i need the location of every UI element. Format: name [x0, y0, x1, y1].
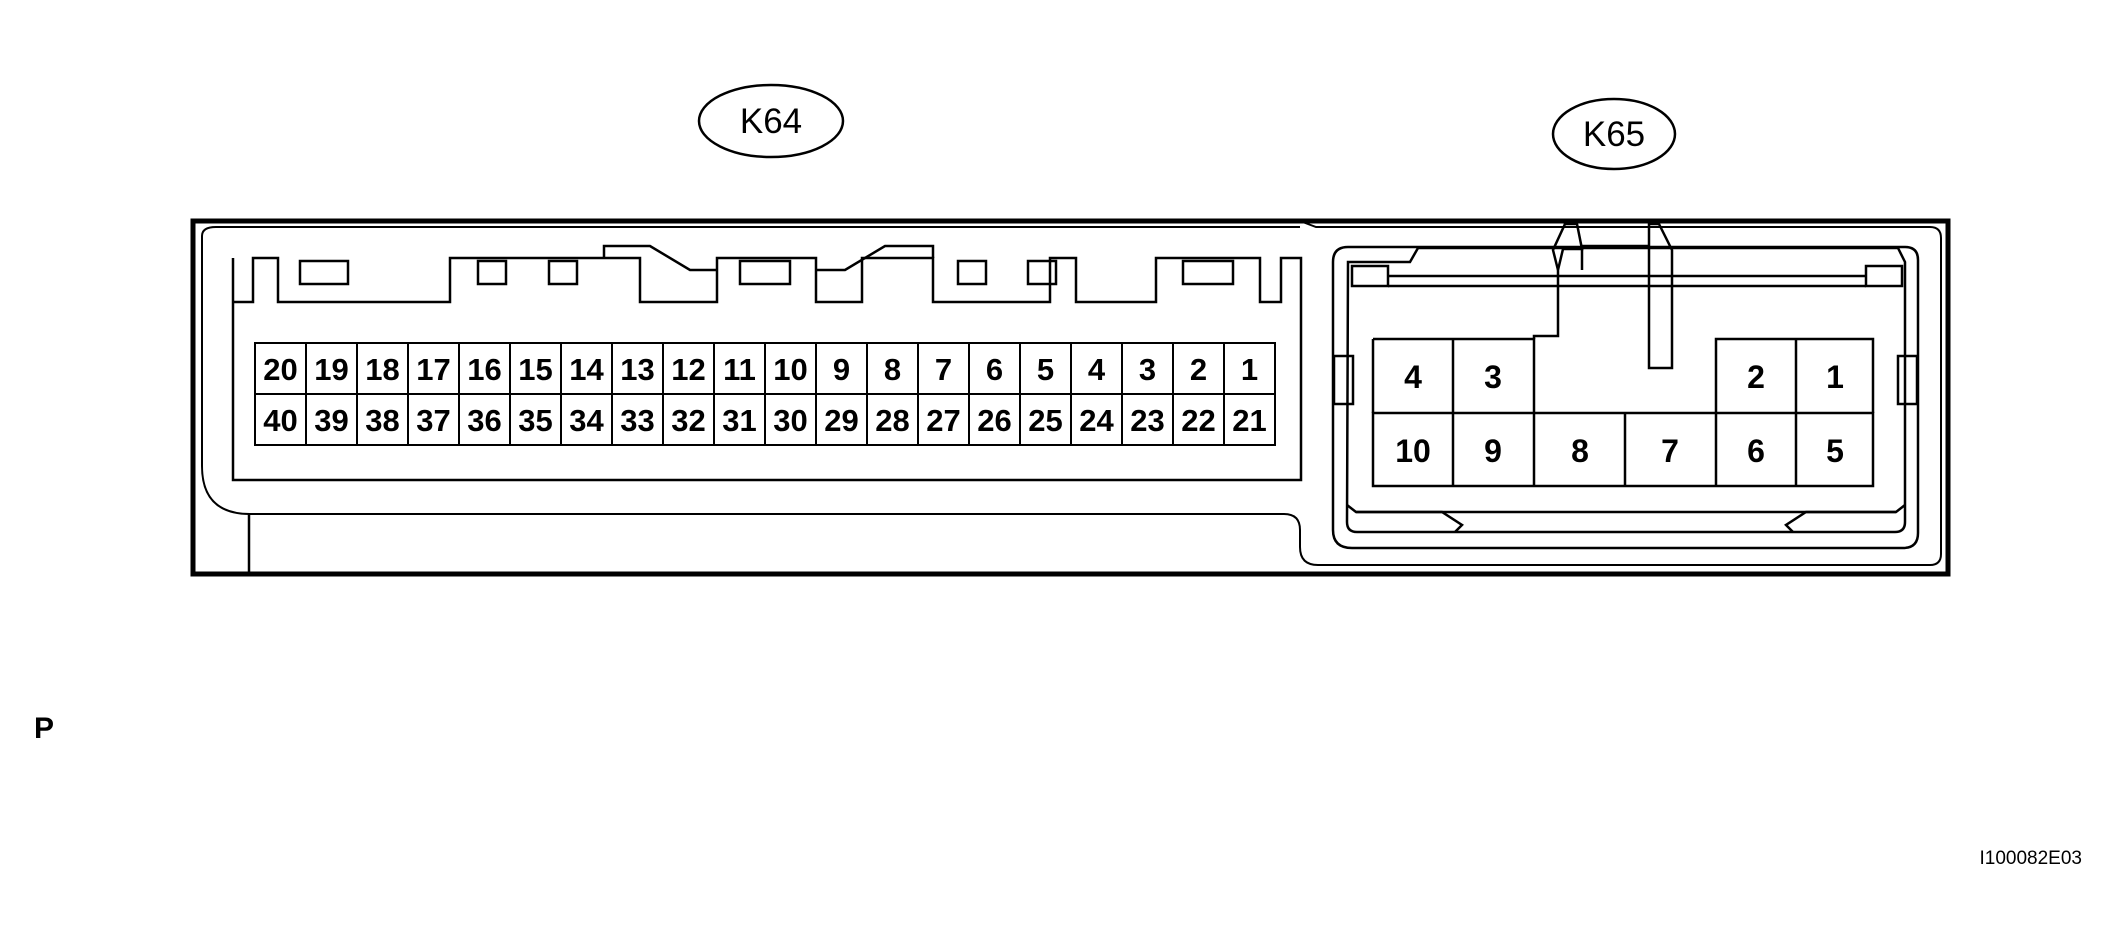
ecu-housing [190, 218, 1951, 577]
k64-pin-21: 21 [1232, 403, 1266, 438]
k65-pin-9: 9 [1484, 433, 1502, 469]
k64-pin-grid [254, 342, 1276, 446]
k64-label-tag: K64 [697, 83, 845, 159]
k64-pin-8: 8 [884, 352, 901, 387]
k65-pin-6: 6 [1747, 433, 1765, 469]
k64-pin-27: 27 [926, 403, 960, 438]
k64-label: K64 [740, 102, 802, 141]
k64-pin-38: 38 [365, 403, 399, 438]
k65-pin-7: 7 [1661, 433, 1679, 469]
k65-pin-5: 5 [1826, 433, 1844, 469]
k64-pin-4: 4 [1088, 352, 1106, 387]
k64-pin-18: 18 [365, 352, 399, 387]
k64-pin-34: 34 [569, 403, 604, 438]
k64-pin-9: 9 [833, 352, 850, 387]
k65-pin-10: 10 [1395, 433, 1431, 469]
k64-pin-26: 26 [977, 403, 1011, 438]
k64-pin-31: 31 [722, 403, 756, 438]
k65-label-tag: K65 [1551, 97, 1677, 171]
k65-pin-4: 4 [1404, 359, 1422, 395]
k64-pin-13: 13 [620, 352, 654, 387]
k64-pin-19: 19 [314, 352, 348, 387]
k64-pin-23: 23 [1130, 403, 1164, 438]
k64-connector-body [231, 244, 1303, 482]
k64-pin-3: 3 [1139, 352, 1156, 387]
k64-pin-20: 20 [263, 352, 297, 387]
k64-pin-40: 40 [263, 403, 297, 438]
k64-pin-15: 15 [518, 352, 552, 387]
k64-pin-32: 32 [671, 403, 705, 438]
k65-label: K65 [1583, 115, 1645, 154]
k64-pin-22: 22 [1181, 403, 1215, 438]
k64-pin-11: 11 [723, 352, 756, 387]
k64-pin-17: 17 [416, 352, 450, 387]
k64-pin-24: 24 [1079, 403, 1114, 438]
k64-pin-6: 6 [986, 352, 1003, 387]
k64-pin-30: 30 [773, 403, 807, 438]
k64-pin-33: 33 [620, 403, 654, 438]
k64-pin-39: 39 [314, 403, 348, 438]
k64-pin-37: 37 [416, 403, 450, 438]
k64-pin-10: 10 [773, 352, 807, 387]
k65-pin-numbers: 4 3 2 1 10 9 8 7 6 5 [1395, 359, 1844, 469]
k64-pin-16: 16 [467, 352, 501, 387]
side-label: P [34, 712, 55, 745]
k64-pin-12: 12 [671, 352, 705, 387]
k65-connector-body [1331, 221, 1920, 550]
k64-pin-14: 14 [569, 352, 604, 387]
k65-pin-1: 1 [1826, 359, 1844, 395]
k64-pin-28: 28 [875, 403, 909, 438]
k64-pin-29: 29 [824, 403, 858, 438]
k65-pin-2: 2 [1747, 359, 1765, 395]
k64-pin-5: 5 [1037, 352, 1054, 387]
k65-pin-3: 3 [1484, 359, 1502, 395]
k64-pin-2: 2 [1190, 352, 1207, 387]
k64-pin-25: 25 [1028, 403, 1062, 438]
k65-pin-grid [1371, 337, 1875, 488]
figure-code: I100082E03 [1979, 848, 2083, 869]
k64-pin-36: 36 [467, 403, 501, 438]
k64-pin-7: 7 [935, 352, 952, 387]
k64-pin-1: 1 [1241, 352, 1258, 387]
k64-pin-35: 35 [518, 403, 552, 438]
k65-pin-8: 8 [1571, 433, 1589, 469]
